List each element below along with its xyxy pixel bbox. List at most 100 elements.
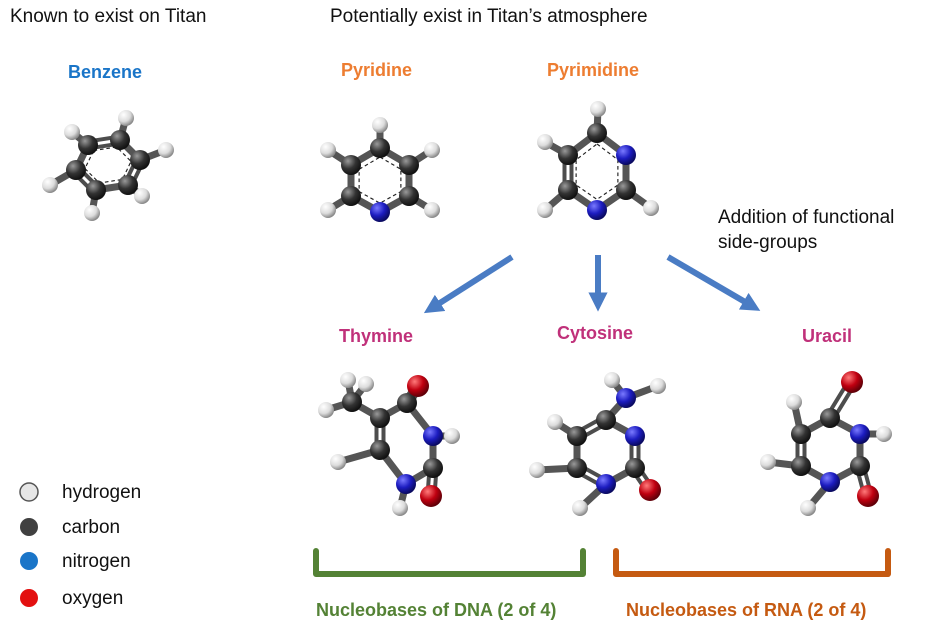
hydrogen-atom (358, 376, 374, 392)
pyridine-title: Pyridine (341, 60, 413, 80)
hydrogen-atom (64, 124, 80, 140)
hydrogen-atom (529, 462, 545, 478)
carbon-atom (78, 135, 98, 155)
oxygen-atom (420, 485, 442, 507)
carbon-atom (625, 458, 645, 478)
carbon-atom (587, 123, 607, 143)
carbon-atom (370, 440, 390, 460)
nitrogen-atom (625, 426, 645, 446)
benzene-title: Benzene (68, 62, 143, 82)
legend-label-carbon: carbon (62, 517, 121, 538)
hydrogen-atom (876, 426, 892, 442)
carbon-atom (341, 155, 361, 175)
hydrogen-atom (134, 188, 150, 204)
legend-swatch-carbon (20, 518, 38, 536)
dna-bracket (313, 548, 586, 577)
carbon-atom (820, 408, 840, 428)
carbon-atom (616, 180, 636, 200)
oxygen-atom (639, 479, 661, 501)
hydrogen-atom (84, 205, 100, 221)
thymine-molecule (318, 372, 460, 516)
nitrogen-atom (370, 202, 390, 222)
addition-label-line2: side-groups (718, 232, 818, 253)
hydrogen-atom (118, 110, 134, 126)
rna-label: Nucleobases of RNA (2 of 4) (626, 600, 867, 620)
carbon-atom (110, 130, 130, 150)
oxygen-atom (857, 485, 879, 507)
carbon-atom (423, 458, 443, 478)
thymine-title: Thymine (339, 326, 414, 346)
carbon-atom (397, 393, 417, 413)
potential-header: Potentially exist in Titan’s atmosphere (330, 6, 648, 27)
carbon-atom (370, 408, 390, 428)
hydrogen-atom (158, 142, 174, 158)
carbon-atom (850, 456, 870, 476)
uracil-title: Uracil (802, 326, 853, 346)
oxygen-atom (841, 371, 863, 393)
legend-label-oxygen: oxygen (62, 588, 124, 609)
hydrogen-atom (424, 202, 440, 218)
legend-swatch-nitrogen (20, 552, 38, 570)
dna-label: Nucleobases of DNA (2 of 4) (316, 600, 557, 620)
carbon-atom (118, 175, 138, 195)
benzene-molecule (42, 110, 174, 221)
hydrogen-atom (537, 202, 553, 218)
hydrogen-atom (330, 454, 346, 470)
nitrogen-atom (820, 472, 840, 492)
legend-swatch-hydrogen (19, 482, 39, 502)
nitrogen-atom (616, 145, 636, 165)
aromatic-ring (358, 156, 402, 204)
nitrogen-atom (850, 424, 870, 444)
nitrogen-atom (596, 474, 616, 494)
hydrogen-atom (537, 134, 553, 150)
carbon-atom (399, 155, 419, 175)
carbon-atom (341, 186, 361, 206)
oxygen-atom (407, 375, 429, 397)
hydrogen-atom (320, 142, 336, 158)
addition-label-line1: Addition of functional (718, 207, 895, 228)
carbon-atom (399, 186, 419, 206)
uracil-molecule (760, 371, 892, 516)
nitrogen-atom (423, 426, 443, 446)
carbon-atom (130, 150, 150, 170)
hydrogen-atom (800, 500, 816, 516)
carbon-atom (791, 456, 811, 476)
carbon-atom (66, 160, 86, 180)
reaction-arrows (423, 254, 761, 314)
carbon-atom (567, 426, 587, 446)
hydrogen-atom (786, 394, 802, 410)
nitrogen-atom (587, 200, 607, 220)
nitrogen-atom (616, 388, 636, 408)
hydrogen-atom (372, 117, 388, 133)
hydrogen-atom (643, 200, 659, 216)
legend (19, 482, 39, 607)
hydrogen-atom (604, 372, 620, 388)
carbon-atom (558, 145, 578, 165)
rna-bracket (613, 548, 891, 577)
arrow-to-uracil (666, 254, 761, 311)
pyrimidine-molecule (537, 101, 659, 220)
hydrogen-atom (318, 402, 334, 418)
pyridine-molecule (320, 117, 440, 222)
hydrogen-atom (572, 500, 588, 516)
carbon-atom (567, 458, 587, 478)
carbon-atom (370, 138, 390, 158)
cytosine-title: Cytosine (557, 323, 634, 343)
legend-label-hydrogen: hydrogen (62, 482, 142, 503)
legend-label-nitrogen: nitrogen (62, 551, 131, 572)
aromatic-ring (575, 143, 619, 201)
carbon-atom (558, 180, 578, 200)
arrow-to-thymine (423, 254, 514, 314)
hydrogen-atom (650, 378, 666, 394)
pyrimidine-title: Pyrimidine (547, 60, 640, 80)
hydrogen-atom (42, 177, 58, 193)
carbon-atom (86, 180, 106, 200)
hydrogen-atom (392, 500, 408, 516)
cytosine-molecule (529, 372, 666, 516)
carbon-atom (791, 424, 811, 444)
hydrogen-atom (320, 202, 336, 218)
legend-swatch-oxygen (20, 589, 38, 607)
hydrogen-atom (547, 414, 563, 430)
hydrogen-atom (340, 372, 356, 388)
